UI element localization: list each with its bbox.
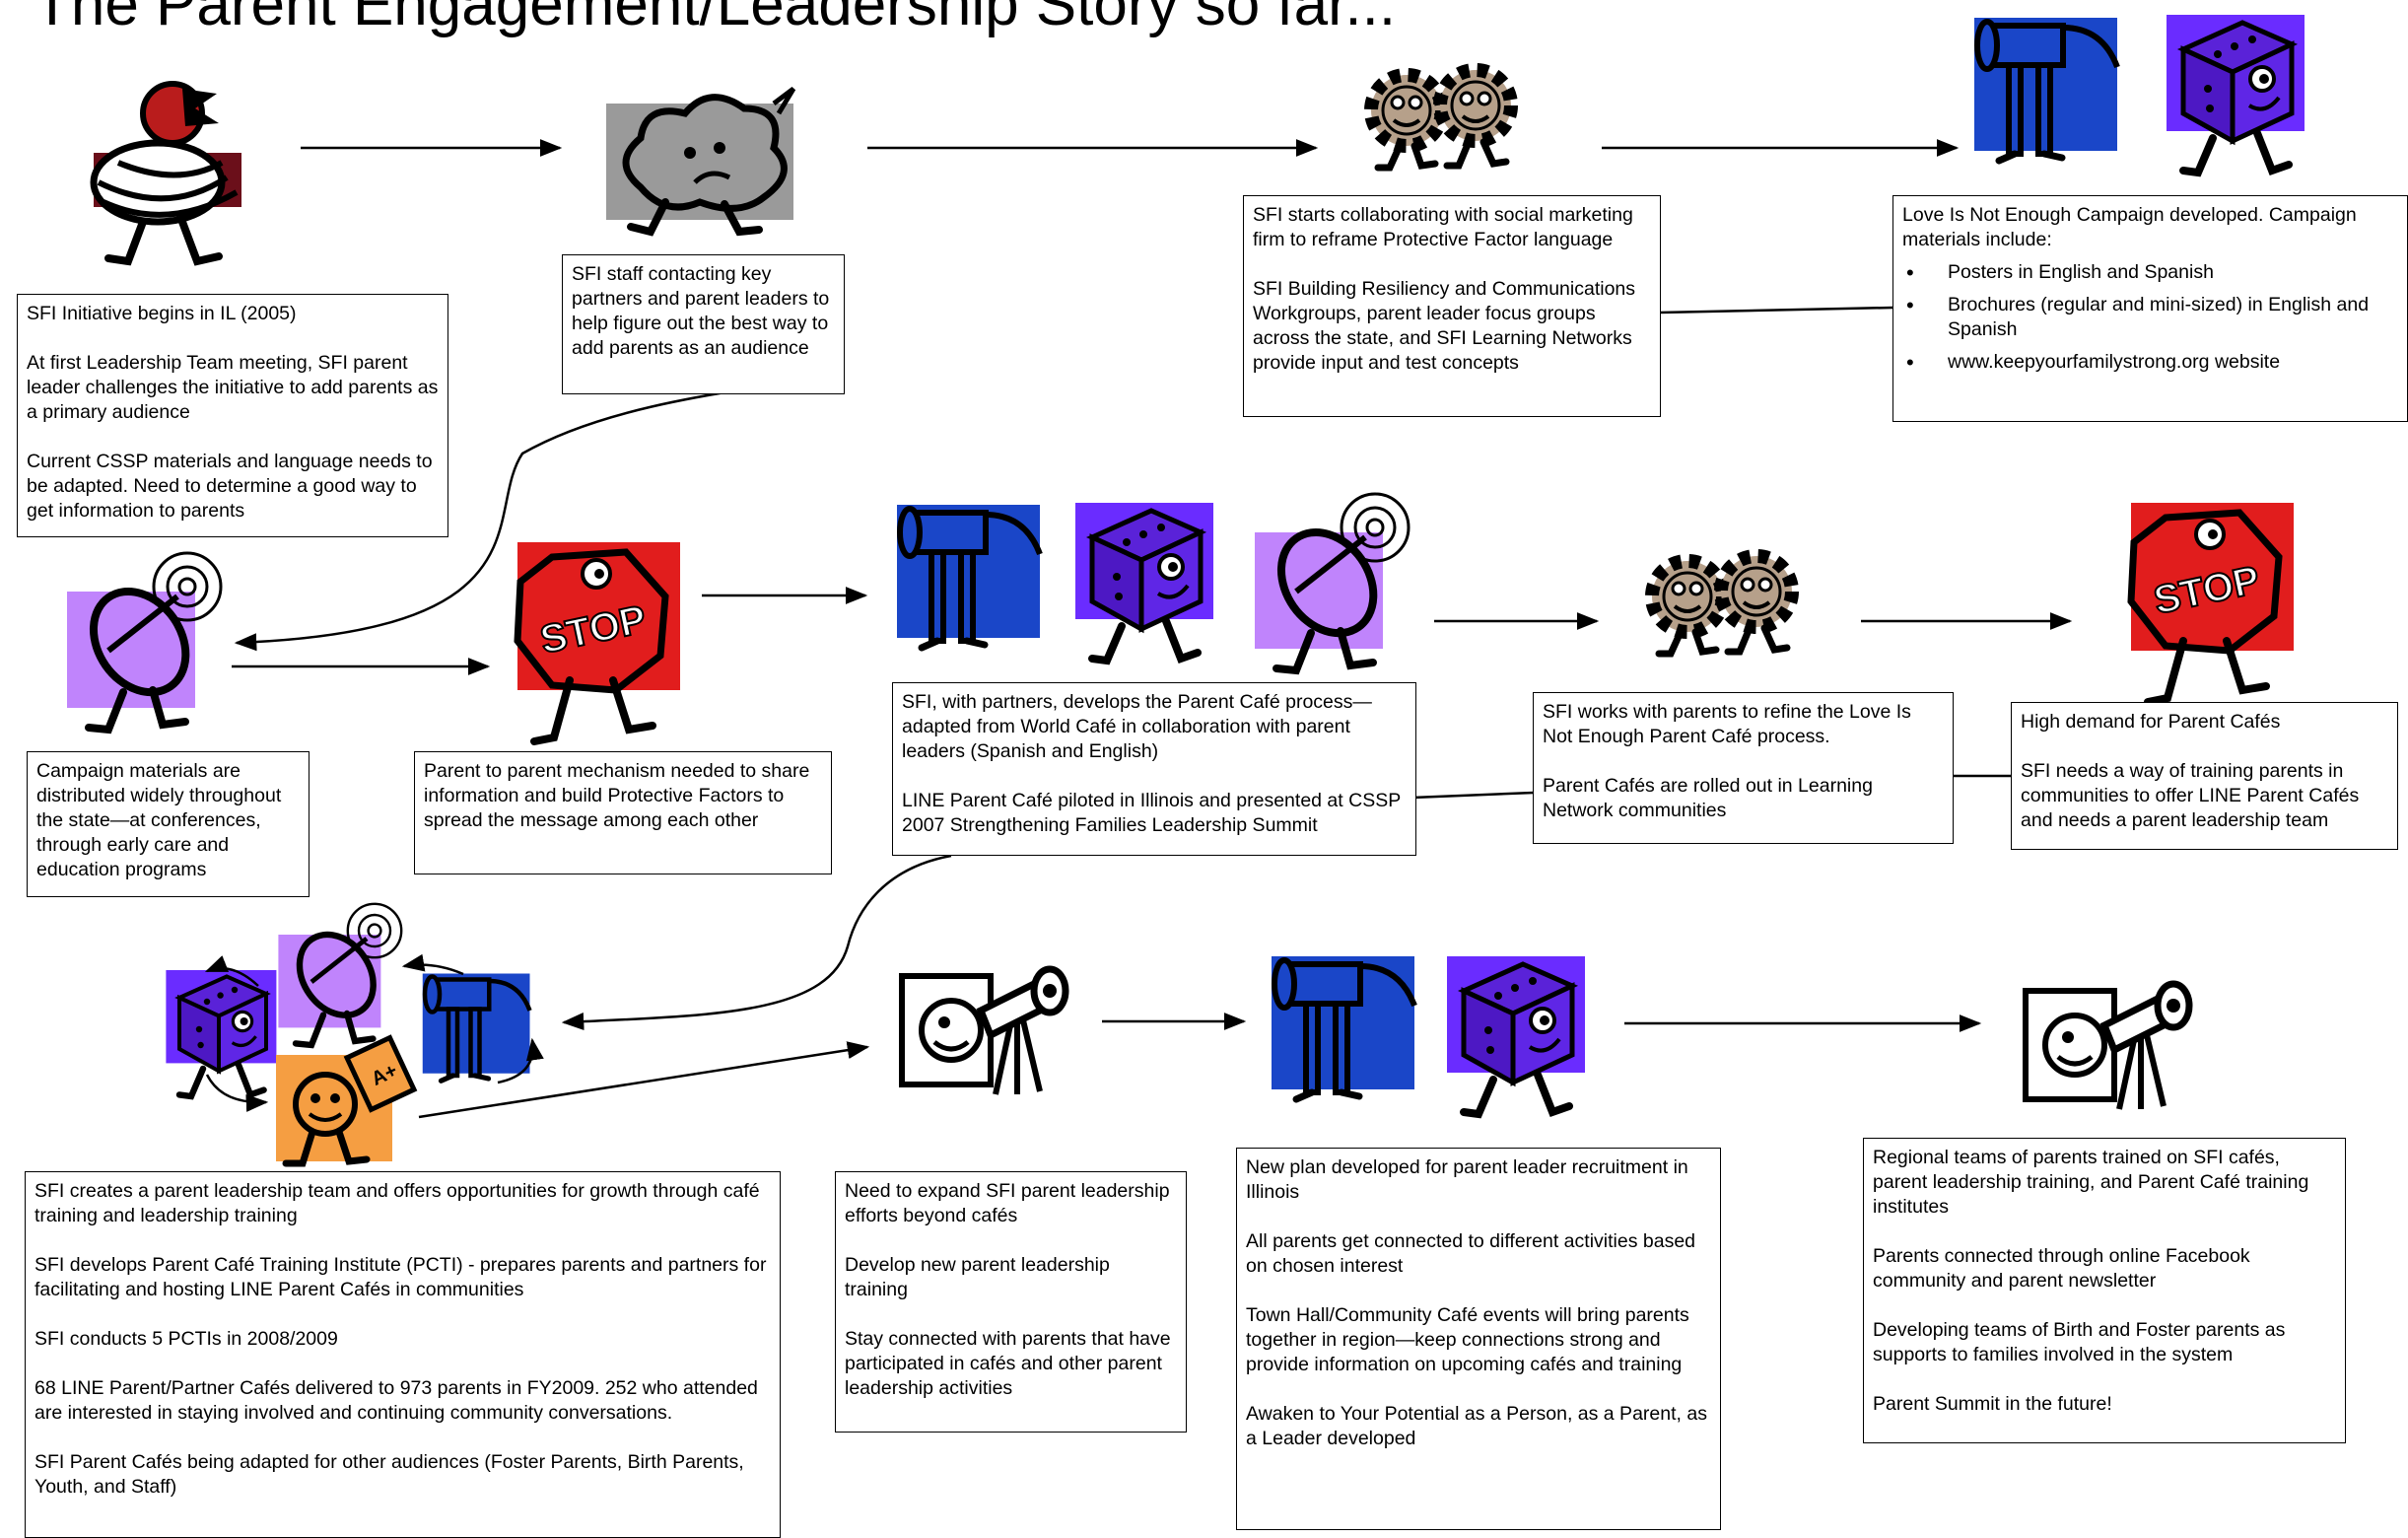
box-text: Parent to parent mechanism needed to sha… xyxy=(424,760,810,831)
gears-icon xyxy=(1652,556,1792,654)
satellite-dish-icon xyxy=(278,904,401,1045)
satellite-dish-icon xyxy=(1255,494,1409,670)
box-text: SFI conducts 5 PCTIs in 2008/2009 xyxy=(34,1328,338,1350)
stop-sign-icon xyxy=(2131,503,2294,702)
step-box-materials-distributed: Campaign materials are distributed widel… xyxy=(27,751,310,897)
gears-icon xyxy=(1371,70,1511,168)
step-box-social-marketing: SFI starts collaborating with social mar… xyxy=(1243,195,1661,417)
box-text: SFI Building Resiliency and Communicatio… xyxy=(1253,278,1636,374)
report-card-icon: A+ xyxy=(276,1034,418,1167)
step-box-leadership-team: SFI creates a parent leadership team and… xyxy=(25,1171,781,1538)
parent-team-cluster: A+ xyxy=(166,904,544,1167)
box-text: High demand for Parent Cafés xyxy=(2021,711,2281,733)
step-box-staff-contacting: SFI staff contacting key partners and pa… xyxy=(562,254,845,394)
hammer-icon xyxy=(423,974,530,1082)
campaign-materials-list: Posters in English and Spanish Brochures… xyxy=(1902,260,2398,375)
step-box-parent-cafe-process: SFI, with partners, develops the Parent … xyxy=(892,682,1416,856)
step-box-high-demand: High demand for Parent Cafés SFI needs a… xyxy=(2011,702,2398,850)
hammer-icon xyxy=(1974,18,2117,161)
list-item: www.keepyourfamilystrong.org website xyxy=(1902,350,2398,375)
stop-sign-icon xyxy=(517,542,680,741)
bird-nest-icon xyxy=(90,81,241,266)
step-box-expand-efforts: Need to expand SFI parent leadership eff… xyxy=(835,1171,1187,1433)
box-text: Campaign materials are distributed widel… xyxy=(36,760,282,880)
box-text: Stay connected with parents that have pa… xyxy=(845,1328,1171,1399)
box-text: SFI Initiative begins in IL (2005) xyxy=(27,303,297,324)
cube-icon xyxy=(2167,15,2305,173)
box-text: SFI works with parents to refine the Lov… xyxy=(1543,701,1911,747)
step-box-parent-mechanism: Parent to parent mechanism needed to sha… xyxy=(414,751,832,874)
storm-cloud-icon xyxy=(606,87,796,237)
step-box-love-is-not-enough: Love Is Not Enough Campaign developed. C… xyxy=(1892,195,2408,422)
box-text: SFI, with partners, develops the Parent … xyxy=(902,691,1372,762)
box-text: SFI needs a way of training parents in c… xyxy=(2021,760,2360,831)
satellite-dish-icon xyxy=(67,553,221,730)
step-box-new-plan: New plan developed for parent leader rec… xyxy=(1236,1148,1721,1530)
box-text: Parent Cafés are rolled out in Learning … xyxy=(1543,775,1873,821)
box-text: 68 LINE Parent/Partner Cafés delivered t… xyxy=(34,1377,758,1424)
box-text: All parents get connected to different a… xyxy=(1246,1230,1696,1277)
box-text: Developing teams of Birth and Foster par… xyxy=(1873,1319,2286,1365)
cube-icon xyxy=(1447,956,1585,1114)
box-text: SFI Parent Cafés being adapted for other… xyxy=(34,1451,744,1498)
telescope-icon xyxy=(2026,984,2189,1109)
step-box-refine-process: SFI works with parents to refine the Lov… xyxy=(1533,692,1954,844)
box-text: SFI develops Parent Café Training Instit… xyxy=(34,1254,767,1300)
box-text: Develop new parent leadership training xyxy=(845,1254,1110,1300)
cube-icon xyxy=(1075,503,1213,661)
page-title: The Parent Engagement/Leadership Story s… xyxy=(34,0,1397,38)
cube-icon xyxy=(166,970,276,1096)
step-box-initiative-begins: SFI Initiative begins in IL (2005) At fi… xyxy=(17,294,448,537)
box-text: Parent Summit in the future! xyxy=(1873,1393,2112,1415)
hammer-icon xyxy=(897,505,1040,648)
box-text: SFI starts collaborating with social mar… xyxy=(1253,204,1633,250)
box-text: Current CSSP materials and language need… xyxy=(27,451,433,522)
box-text: Regional teams of parents trained on SFI… xyxy=(1873,1147,2309,1218)
box-text: Need to expand SFI parent leadership eff… xyxy=(845,1180,1170,1226)
box-text: SFI staff contacting key partners and pa… xyxy=(572,263,830,359)
box-text: SFI creates a parent leadership team and… xyxy=(34,1180,760,1226)
box-text: At first Leadership Team meeting, SFI pa… xyxy=(27,352,439,423)
list-item: Posters in English and Spanish xyxy=(1902,260,2398,285)
box-text: LINE Parent Café piloted in Illinois and… xyxy=(902,790,1401,836)
box-text: Love Is Not Enough Campaign developed. C… xyxy=(1902,204,2357,250)
hammer-icon xyxy=(1272,956,1414,1099)
box-text: New plan developed for parent leader rec… xyxy=(1246,1156,1688,1203)
connectors xyxy=(232,139,2073,1119)
telescope-icon xyxy=(902,969,1066,1094)
box-text: Awaken to Your Potential as a Person, as… xyxy=(1246,1403,1707,1449)
step-box-regional-teams: Regional teams of parents trained on SFI… xyxy=(1863,1138,2346,1443)
list-item: Brochures (regular and mini-sized) in En… xyxy=(1902,293,2398,342)
box-text: Parents connected through online Faceboo… xyxy=(1873,1245,2250,1292)
box-text: Town Hall/Community Café events will bri… xyxy=(1246,1304,1689,1375)
